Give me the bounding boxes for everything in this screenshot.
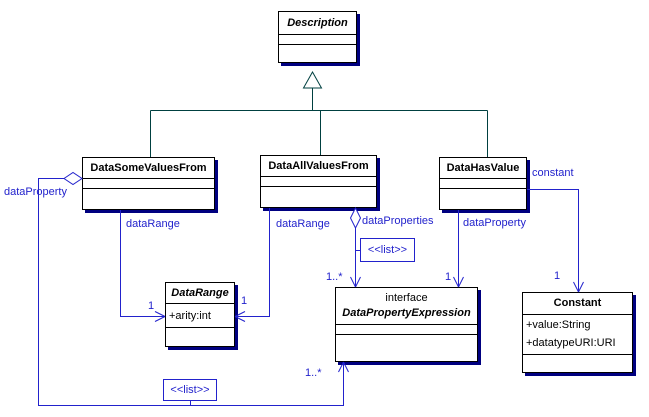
class-datahasvalue-name: DataHasValue [440, 158, 526, 179]
open-arrowhead-down-icon [573, 281, 584, 293]
interface-datapropertyexpression-operations [336, 335, 477, 361]
class-datarange-name: DataRange [166, 283, 234, 304]
class-datasomevaluesfrom-name: DataSomeValuesFrom [83, 158, 214, 179]
multiplicity-has-to-dpe: 1 [445, 271, 452, 283]
multiplicity-some-list-to-dpe: 1..* [305, 367, 322, 379]
attribute-value: +value:String [526, 319, 591, 331]
class-constant-attributes: +value:String +datatypeURI:URI [523, 315, 632, 355]
interface-datapropertyexpression: interface DataPropertyExpression [335, 287, 478, 362]
interface-stereotype: interface [385, 292, 428, 304]
open-arrowhead-left-icon [234, 311, 246, 322]
role-label-dataproperties: dataProperties [362, 215, 434, 227]
class-description: Description [278, 11, 357, 63]
list-stereotype-box-bottom: <<list>> [163, 379, 217, 401]
list-stereotype-top-label: <<list>> [367, 244, 408, 256]
class-dataallvaluesfrom-name: DataAllValuesFrom [261, 156, 376, 177]
list-stereotype-box-top: <<list>> [360, 238, 415, 262]
open-arrowhead-down-icon [453, 276, 464, 288]
list-stereotype-bottom-label: <<list>> [170, 384, 210, 396]
attribute-datatypeuri: +datatypeURI:URI [526, 337, 616, 349]
aggregation-diamond-icon [63, 171, 83, 186]
role-label-dataproperty-left: dataProperty [4, 186, 67, 198]
role-label-datarange-left: dataRange [126, 218, 180, 230]
class-datasomevaluesfrom-operations [83, 189, 214, 209]
generalization-triangle-icon [302, 70, 323, 89]
interface-datapropertyexpression-name: DataPropertyExpression [342, 307, 471, 319]
multiplicity-some-to-datarange: 1 [148, 300, 155, 312]
attribute-arity: +arity:int [169, 309, 211, 322]
open-arrowhead-right-icon [154, 311, 166, 322]
class-constant-name: Constant [523, 293, 632, 315]
role-label-constant: constant [532, 167, 574, 179]
class-constant: Constant +value:String +datatypeURI:URI [522, 292, 633, 373]
class-description-attributes [279, 35, 356, 45]
class-constant-operations [523, 355, 632, 372]
role-label-dataproperty-right: dataProperty [463, 217, 526, 229]
class-datahasvalue-operations [440, 189, 526, 209]
class-description-operations [279, 45, 356, 62]
class-datarange-attributes: +arity:int [166, 304, 234, 328]
class-datarange: DataRange +arity:int [165, 282, 235, 347]
role-label-datarange-mid: dataRange [276, 218, 330, 230]
class-datasomevaluesfrom-attributes [83, 179, 214, 189]
class-dataallvaluesfrom: DataAllValuesFrom [260, 155, 377, 208]
association-constant [527, 189, 579, 292]
class-dataallvaluesfrom-operations [261, 187, 376, 207]
aggregation-diamond-vertical-icon [349, 206, 362, 230]
multiplicity-has-to-constant: 1 [554, 270, 561, 282]
class-datahasvalue-attributes [440, 179, 526, 189]
class-datasomevaluesfrom: DataSomeValuesFrom [82, 157, 215, 210]
interface-datapropertyexpression-attributes [336, 325, 477, 335]
multiplicity-all-to-dpe: 1..* [326, 271, 343, 283]
multiplicity-all-to-datarange: 1 [241, 295, 248, 307]
open-arrowhead-up-icon [338, 361, 349, 373]
class-description-name: Description [279, 12, 356, 35]
class-datahasvalue: DataHasValue [439, 157, 527, 210]
open-arrowhead-down-icon [350, 276, 361, 288]
generalization-connector [150, 88, 488, 157]
class-datarange-operations [166, 328, 234, 346]
class-dataallvaluesfrom-attributes [261, 177, 376, 187]
